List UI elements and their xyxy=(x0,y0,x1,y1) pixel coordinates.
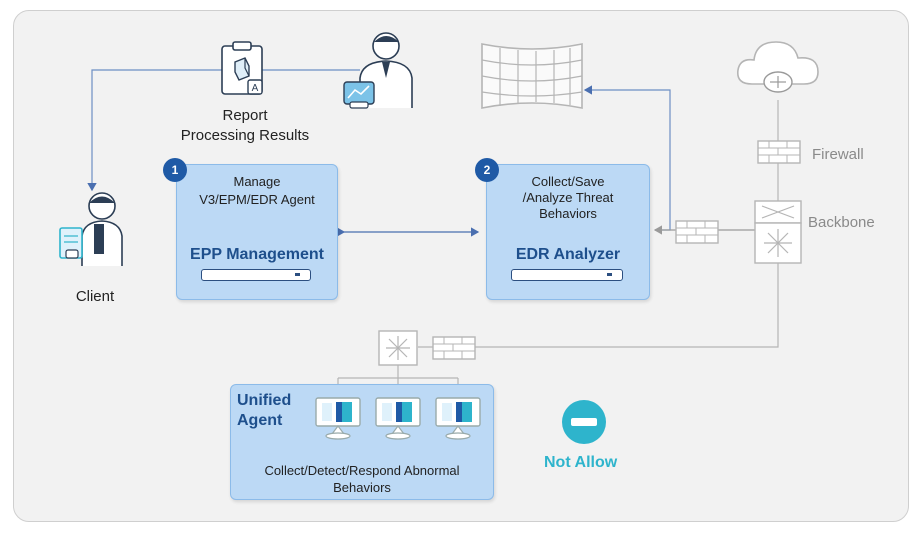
edr-analyzer-box: Collect/Save /Analyze Threat Behaviors E… xyxy=(486,164,650,300)
report-to-client-line xyxy=(87,69,360,192)
firewall-icon xyxy=(757,140,801,164)
unified-agent-title-line2: Agent xyxy=(237,412,283,429)
monitor-icon xyxy=(375,397,421,440)
dashboard-wall-icon xyxy=(481,43,583,109)
unified-agent-desc-line2: Behaviors xyxy=(333,480,391,495)
report-label-line2: Processing Results xyxy=(180,127,310,144)
firewall-icon xyxy=(432,336,476,360)
backbone-label: Backbone xyxy=(808,214,875,231)
step-badge-2: 2 xyxy=(475,158,499,182)
epp-management-box: Manage V3/EPM/EDR Agent EPP Management xyxy=(176,164,338,300)
unified-agent-title-line1: Unified xyxy=(237,392,292,409)
monitor-icon xyxy=(315,397,361,440)
svg-text:A: A xyxy=(252,83,259,94)
epp-title: EPP Management xyxy=(190,246,324,263)
edr-title: EDR Analyzer xyxy=(515,246,621,263)
edr-desc-line3: Behaviors xyxy=(539,206,597,221)
client-label: Client xyxy=(75,288,115,305)
unified-agent-title: Unified Agent xyxy=(237,391,291,431)
report-label-line1: Report xyxy=(222,107,268,124)
firewall-label: Firewall xyxy=(812,146,864,163)
server-icon xyxy=(511,269,623,281)
clipboard-report-icon: A xyxy=(221,41,263,95)
edr-desc-line1: Collect/Save xyxy=(531,174,605,189)
epp-desc-line2: V3/EPM/EDR Agent xyxy=(199,192,315,207)
server-icon xyxy=(201,269,311,281)
backbone-switch-line xyxy=(418,262,779,348)
monitor-icon xyxy=(435,397,481,440)
unified-agent-desc-line1: Collect/Detect/Respond Abnormal xyxy=(264,463,460,478)
analyst-person-icon xyxy=(343,32,413,109)
cloud-router-icon xyxy=(736,41,819,93)
epp-desc-line1: Manage xyxy=(233,174,281,189)
network-switch-icon xyxy=(378,330,418,366)
not-allow-label: Not Allow xyxy=(544,454,618,471)
firewall-icon xyxy=(675,220,719,244)
not-allow-icon xyxy=(562,400,606,444)
step-badge-1: 1 xyxy=(163,158,187,182)
backbone-switch-icon xyxy=(754,200,802,264)
client-person-icon xyxy=(59,192,123,266)
edr-desc-line2: /Analyze Threat xyxy=(522,190,614,205)
